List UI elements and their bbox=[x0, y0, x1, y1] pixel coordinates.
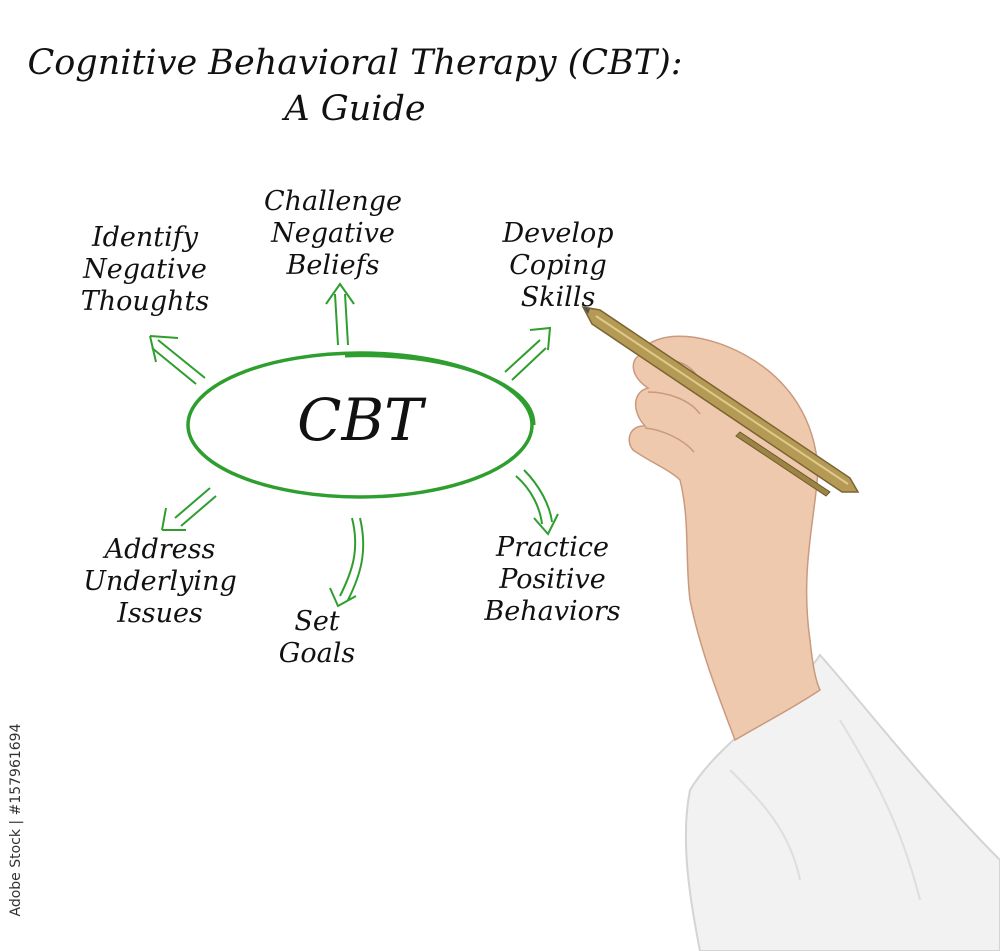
node-develop-line-1: Develop bbox=[478, 218, 638, 250]
node-practice-line-3: Behaviors bbox=[470, 596, 635, 628]
stock-watermark-text: Adobe Stock | #157961694 bbox=[8, 724, 24, 917]
arrow-to-address bbox=[162, 488, 216, 530]
node-goals-line-2: Goals bbox=[262, 638, 372, 670]
node-develop-line-3: Skills bbox=[478, 282, 638, 314]
node-address-underlying-issues: Address Underlying Issues bbox=[70, 534, 250, 630]
node-challenge-negative-beliefs: Challenge Negative Beliefs bbox=[248, 186, 418, 282]
node-practice-line-1: Practice bbox=[470, 532, 635, 564]
node-set-goals: Set Goals bbox=[262, 606, 372, 670]
node-practice-positive-behaviors: Practice Positive Behaviors bbox=[470, 532, 635, 628]
node-challenge-line-1: Challenge bbox=[248, 186, 418, 218]
node-challenge-line-3: Beliefs bbox=[248, 250, 418, 282]
node-develop-line-2: Coping bbox=[478, 250, 638, 282]
node-address-line-2: Underlying bbox=[70, 566, 250, 598]
arrow-to-develop bbox=[505, 328, 550, 380]
node-address-line-1: Address bbox=[70, 534, 250, 566]
node-identify-line-1: Identify bbox=[60, 222, 230, 254]
node-identify-negative-thoughts: Identify Negative Thoughts bbox=[60, 222, 230, 318]
node-identify-line-2: Negative bbox=[60, 254, 230, 286]
node-identify-line-3: Thoughts bbox=[60, 286, 230, 318]
node-challenge-line-2: Negative bbox=[248, 218, 418, 250]
arrow-to-practice bbox=[516, 470, 558, 534]
node-practice-line-2: Positive bbox=[470, 564, 635, 596]
node-goals-line-1: Set bbox=[262, 606, 372, 638]
stock-watermark: Adobe Stock | #157961694 bbox=[6, 700, 26, 940]
node-address-line-3: Issues bbox=[70, 598, 250, 630]
arrow-to-identify bbox=[150, 336, 205, 384]
arrow-to-goals bbox=[330, 518, 363, 606]
arrow-to-challenge bbox=[326, 284, 354, 345]
node-develop-coping-skills: Develop Coping Skills bbox=[478, 218, 638, 314]
center-label: CBT bbox=[190, 380, 530, 460]
